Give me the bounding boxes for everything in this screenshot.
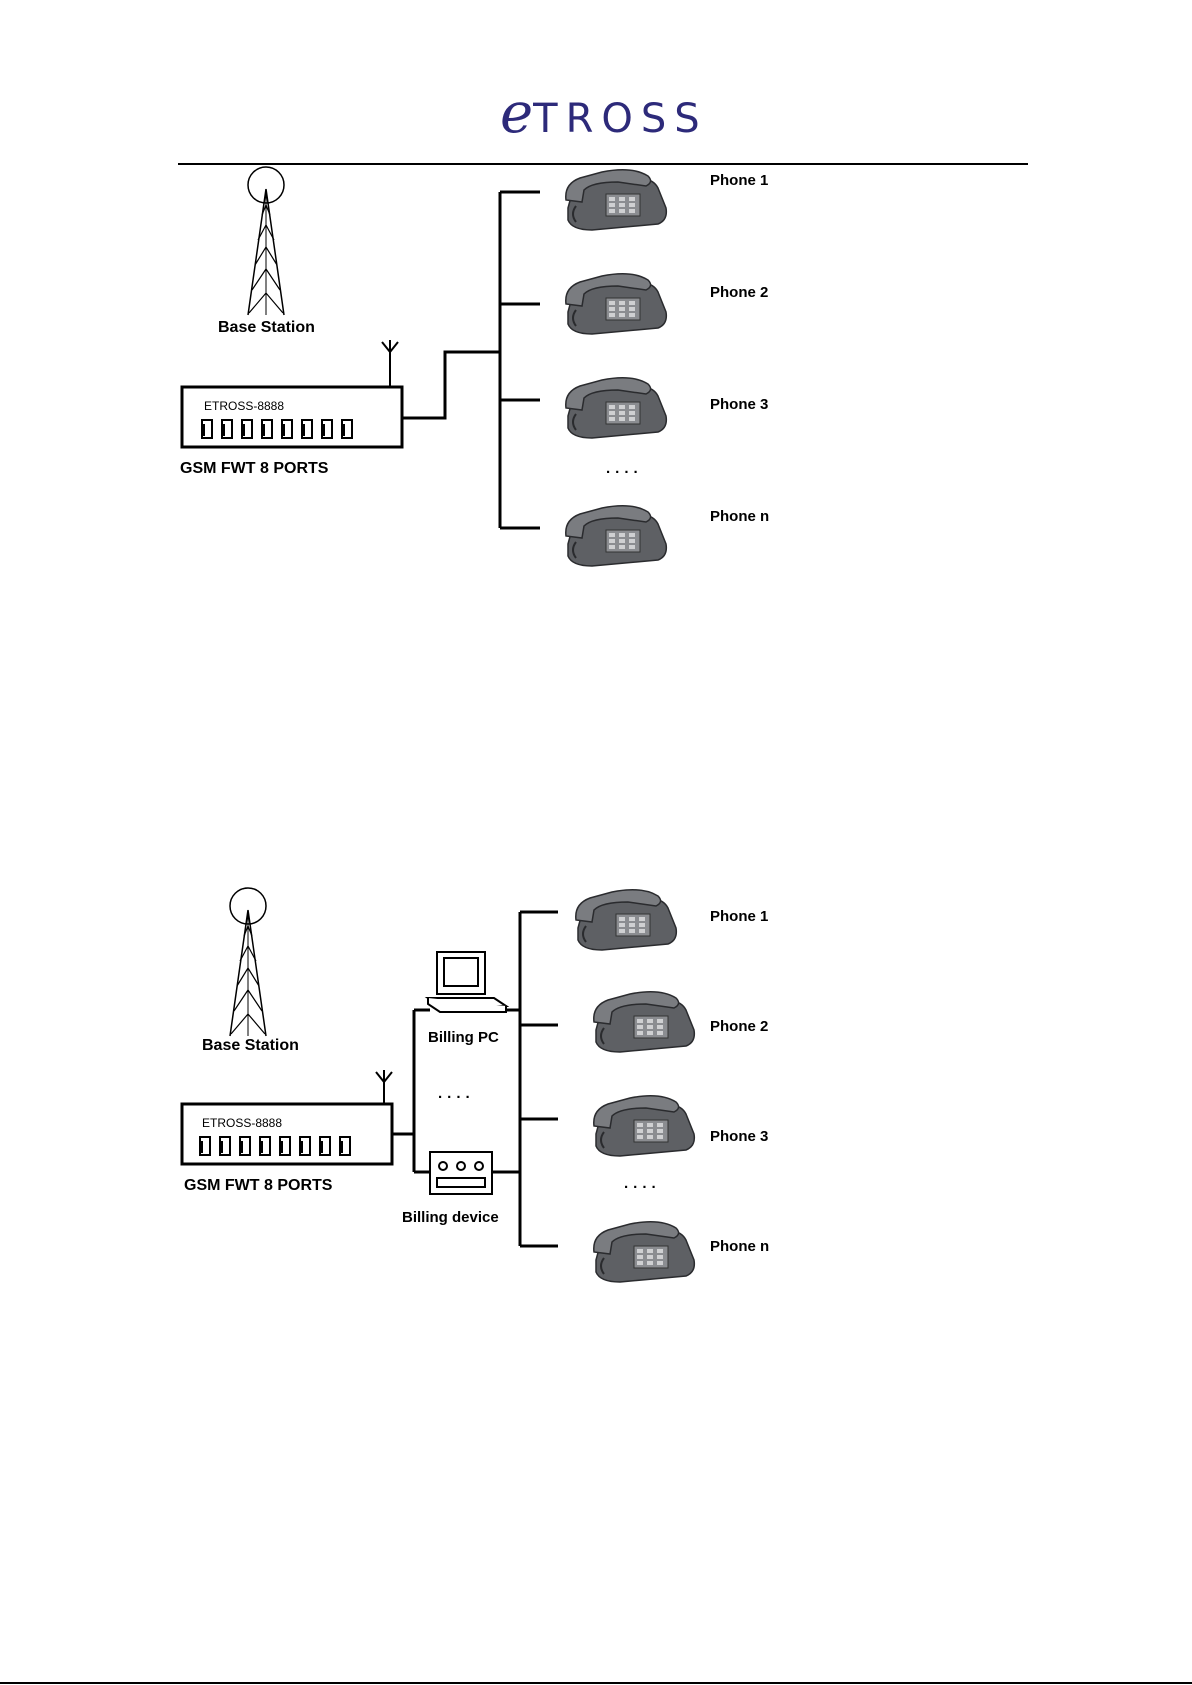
phones-ellipsis: · · · · <box>624 1179 656 1196</box>
phone-icon <box>566 170 667 230</box>
device-caption: GSM FWT 8 PORTS <box>184 1177 333 1194</box>
diagram-basic: Base Station ETROSS-8888 GSM FWT 8 PORTS… <box>0 0 1192 600</box>
footer-rule <box>0 1682 1192 1684</box>
middle-ellipsis: · · · · <box>438 1089 470 1106</box>
phone-icon <box>576 890 677 950</box>
antenna-icon <box>376 1070 392 1104</box>
base-station-tower-icon <box>230 888 266 1036</box>
phone-icon <box>594 992 695 1052</box>
billing-pc-label: Billing PC <box>428 1029 499 1046</box>
fwt-device: ETROSS-8888 <box>182 1070 392 1164</box>
connection-lines <box>402 192 540 528</box>
phone-icon <box>566 378 667 438</box>
phone-icon <box>566 274 667 334</box>
device-model-label: ETROSS-8888 <box>204 399 284 413</box>
phones-ellipsis: · · · · <box>606 464 638 481</box>
phone-label-3: Phone 3 <box>710 1128 768 1145</box>
phone-icon <box>594 1222 695 1282</box>
billing-device-icon <box>430 1152 492 1194</box>
fwt-device: ETROSS-8888 <box>182 340 402 447</box>
phone-label-n: Phone n <box>710 1238 769 1255</box>
base-station-label: Base Station <box>218 319 315 336</box>
phone-icon <box>566 506 667 566</box>
base-station-tower-icon <box>248 167 284 315</box>
phone-label-3: Phone 3 <box>710 396 768 413</box>
ports-icon <box>200 1137 350 1155</box>
device-caption: GSM FWT 8 PORTS <box>180 460 329 477</box>
connection-lines <box>392 912 558 1246</box>
phone-icon <box>594 1096 695 1156</box>
antenna-icon <box>382 340 398 387</box>
phone-label-1: Phone 1 <box>710 908 768 925</box>
phone-label-1: Phone 1 <box>710 172 768 189</box>
phone-label-2: Phone 2 <box>710 1018 768 1035</box>
base-station-label: Base Station <box>202 1037 299 1054</box>
phone-label-2: Phone 2 <box>710 284 768 301</box>
billing-pc-icon <box>428 952 506 1012</box>
phone-label-n: Phone n <box>710 508 769 525</box>
billing-device-label: Billing device <box>402 1209 499 1226</box>
device-model-label: ETROSS-8888 <box>202 1116 282 1130</box>
